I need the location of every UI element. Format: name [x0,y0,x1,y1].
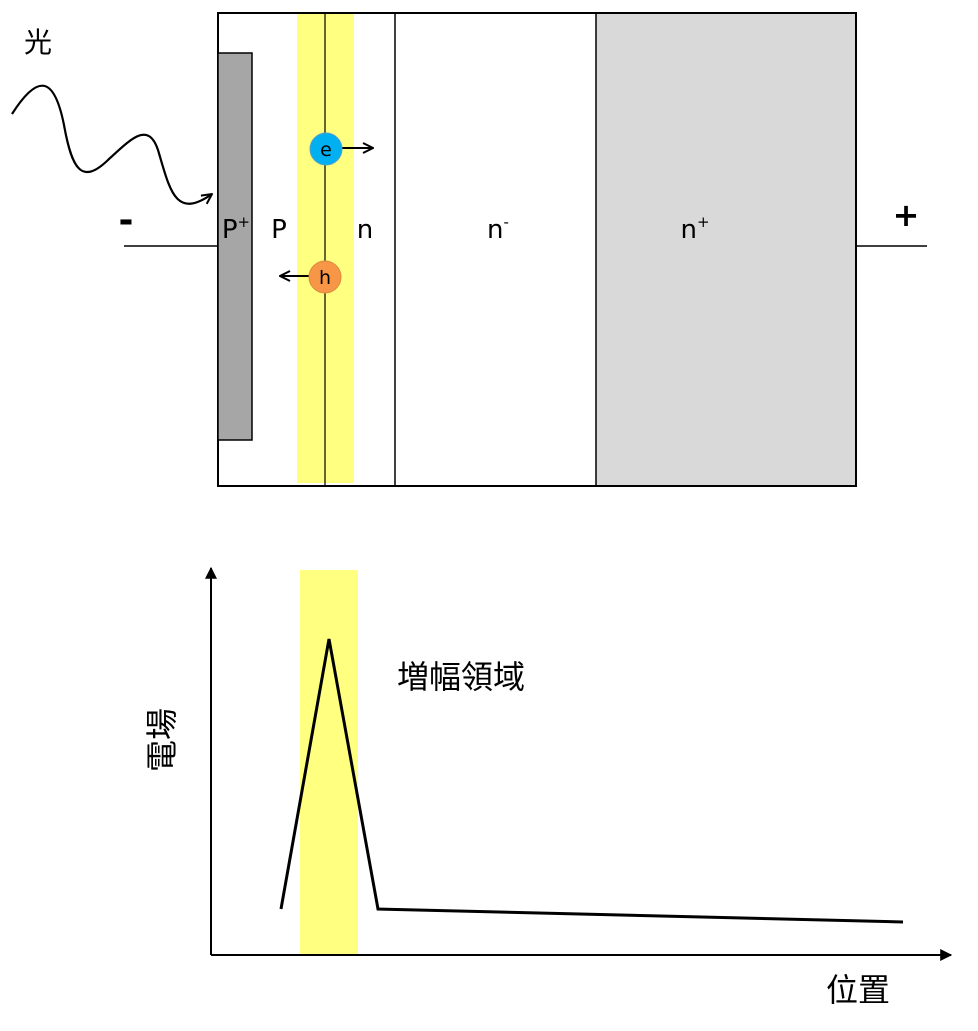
hole-label: h [319,267,331,289]
region-label-n-plus: n+ [680,213,709,245]
field-profile-line [279,638,904,924]
region-label-p: P [271,215,287,245]
region-label-n-minus: n- [487,213,509,245]
n-plus-region [596,13,856,486]
minus-terminal-label: - [119,200,134,241]
region-label-amplification: 増幅領域 [397,658,525,696]
p-plus-layer [217,52,253,441]
electric-field-plot: 増幅領域 電場 位置 [143,566,953,1009]
hole-icon [308,260,342,294]
plus-terminal-label: + [893,196,920,234]
region-label-n: n [357,215,373,245]
device-cross-section: - + 光 P+ P n n- n+ e h [11,12,927,487]
electron-label: e [320,139,332,161]
light-label: 光 [24,26,52,59]
light-wave-icon [11,84,212,205]
y-axis-label: 電場 [143,708,181,772]
x-axis-label: 位置 [826,971,890,1009]
electron-icon [309,132,343,166]
gain-region-highlight-plot [300,570,358,955]
region-label-p-plus: P+ [222,213,250,245]
